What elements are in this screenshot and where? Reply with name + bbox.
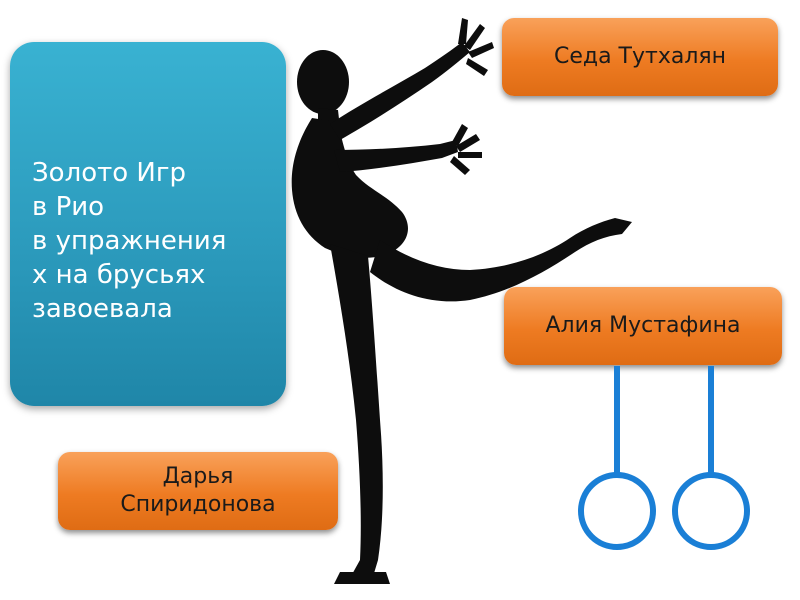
- answer-label: Дарья Спиридонова: [120, 464, 276, 517]
- question-box: Золото Игр в Рио в упражнения х на брусь…: [10, 42, 286, 406]
- answer-label: Алия Мустафина: [545, 313, 741, 338]
- answer-button-aliya-mustafina[interactable]: Алия Мустафина: [504, 287, 782, 365]
- silhouette-leg-standing: [330, 244, 383, 580]
- silhouette-head: [297, 50, 349, 114]
- silhouette-torso: [291, 118, 408, 258]
- question-text: Золото Игр в Рио в упражнения х на брусь…: [32, 158, 227, 324]
- silhouette-arm-lower: [334, 140, 458, 172]
- silhouette-leg-raised: [370, 218, 632, 302]
- silhouette-arm-upper: [330, 42, 470, 140]
- answer-button-darya-spiridonova[interactable]: Дарья Спиридонова: [58, 452, 338, 530]
- answer-label: Седа Тутхалян: [553, 44, 727, 69]
- answer-button-seda-tutkhalyan[interactable]: Седа Тутхалян: [502, 18, 778, 96]
